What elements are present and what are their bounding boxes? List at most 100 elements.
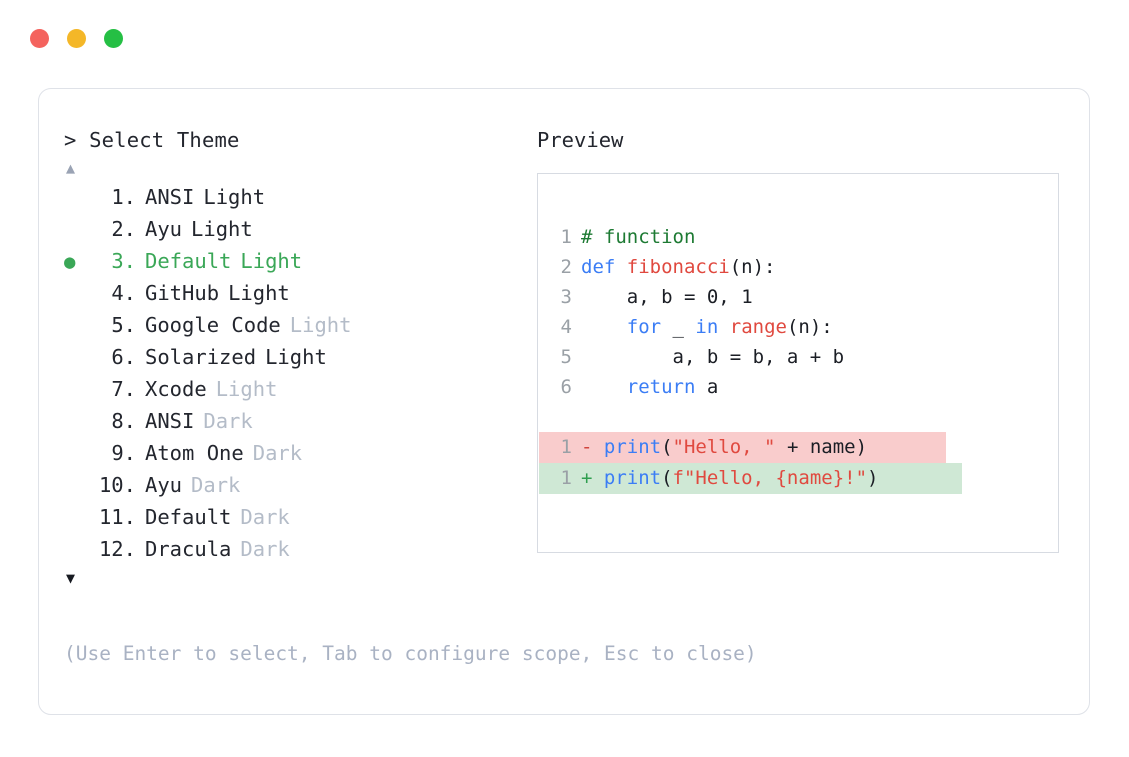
theme-item-number: 2. (111, 217, 136, 241)
theme-item-variant: Light (228, 281, 290, 305)
code-token: 0 (706, 286, 719, 308)
code-token: (n): (729, 256, 776, 278)
theme-item-name: ANSI (145, 409, 195, 433)
theme-item-variant: Dark (203, 409, 253, 433)
window-close-button[interactable] (30, 29, 49, 48)
code-token: f"Hello, {name}!" (672, 467, 868, 489)
theme-item-number: 6. (111, 345, 136, 369)
code-token: _ (672, 316, 696, 338)
theme-list-item[interactable]: 5. Google Code Light (64, 309, 524, 341)
theme-item-number: 7. (111, 377, 136, 401)
code-token (581, 376, 627, 398)
code-token: print (603, 467, 662, 489)
theme-item-variant: Light (191, 217, 253, 241)
keyboard-hint: (Use Enter to select, Tab to configure s… (64, 642, 757, 665)
code-token: print (603, 436, 662, 458)
line-number: 2 (560, 256, 572, 278)
theme-item-name: Default (145, 249, 232, 273)
theme-item-number: 10. (98, 473, 136, 497)
code-line: 5 a, b = b, a + b (550, 342, 1058, 372)
theme-list-item[interactable]: 10. Ayu Dark (64, 469, 524, 501)
theme-item-number: 5. (111, 313, 136, 337)
theme-item-number: 11. (98, 505, 136, 529)
line-number: 1 (560, 226, 572, 248)
select-theme-prompt: > Select Theme (64, 128, 240, 152)
theme-item-name: Default (145, 505, 232, 529)
code-token: 1 (741, 286, 753, 308)
window-titlebar (30, 29, 123, 48)
theme-list-item[interactable]: 4. GitHub Light (64, 277, 524, 309)
window-minimize-button[interactable] (67, 29, 86, 48)
theme-item-name: Ayu (145, 473, 183, 497)
theme-item-number: 12. (98, 537, 136, 561)
diff-line-plus: 1+ print(f"Hello, {name}!") (539, 463, 962, 494)
theme-list-item[interactable]: 6. Solarized Light (64, 341, 524, 373)
code-token: a (706, 376, 719, 398)
theme-item-variant: Light (215, 377, 278, 401)
theme-item-variant: Light (240, 249, 303, 273)
theme-item-name: GitHub (145, 281, 220, 305)
theme-item-name: Atom One (145, 441, 244, 465)
theme-item-variant: Dark (240, 537, 290, 561)
theme-item-name: Dracula (145, 537, 232, 561)
preview-label: Preview (537, 128, 624, 152)
code-token: range (729, 316, 787, 338)
theme-list-item[interactable]: 12. Dracula Dark (64, 533, 524, 565)
code-token: # function (581, 226, 696, 248)
code-blank-line (550, 402, 1058, 432)
code-token: (n): (786, 316, 833, 338)
scroll-down-icon[interactable]: ▼ (66, 569, 76, 587)
theme-item-name: Solarized (145, 345, 257, 369)
code-token (581, 316, 627, 338)
window-maximize-button[interactable] (104, 29, 123, 48)
theme-item-number: 4. (111, 281, 136, 305)
theme-list-item[interactable]: 8. ANSI Dark (64, 405, 524, 437)
theme-item-number: 9. (111, 441, 136, 465)
code-line: 1 # function (550, 222, 1058, 252)
theme-list-item[interactable]: 9. Atom One Dark (64, 437, 524, 469)
code-token: return (626, 376, 707, 398)
code-token: in (695, 316, 730, 338)
code-token: a, b (581, 286, 684, 308)
theme-item-variant: Light (203, 185, 266, 209)
line-number: 1 (560, 467, 572, 489)
code-token: ) (867, 467, 879, 489)
theme-item-name: Google Code (145, 313, 281, 337)
theme-item-variant: Light (289, 313, 352, 337)
selected-bullet-icon: ● (64, 251, 76, 273)
line-number: 4 (560, 316, 572, 338)
theme-list-item[interactable]: 11. Default Dark (64, 501, 524, 533)
theme-item-variant: Light (265, 345, 327, 369)
theme-item-number: 1. (111, 185, 136, 209)
code-token: + name) (775, 436, 868, 458)
line-number: 1 (560, 436, 572, 458)
code-token: fibonacci (626, 256, 730, 278)
code-token: for (626, 316, 673, 338)
theme-item-variant: Dark (252, 441, 303, 465)
diff-block: 1- print("Hello, " + name)1+ print(f"Hel… (539, 432, 1058, 494)
code-token: ( (661, 436, 673, 458)
code-token: , (718, 286, 742, 308)
code-token: a, b = b, a + b (581, 346, 845, 368)
scroll-up-icon[interactable]: ▲ (66, 159, 76, 177)
diff-line-minus: 1- print("Hello, " + name) (539, 432, 946, 463)
code-line: 6 return a (550, 372, 1058, 402)
theme-item-variant: Dark (240, 505, 290, 529)
code-token: def (581, 256, 627, 278)
theme-item-name: Xcode (145, 377, 207, 401)
code-line: 2 def fibonacci(n): (550, 252, 1058, 282)
theme-list-item[interactable]: 7. Xcode Light (64, 373, 524, 405)
theme-item-number: 8. (111, 409, 136, 433)
code-line: 3 a, b = 0, 1 (550, 282, 1058, 312)
code-token: ( (661, 467, 673, 489)
theme-item-variant: Dark (191, 473, 241, 497)
